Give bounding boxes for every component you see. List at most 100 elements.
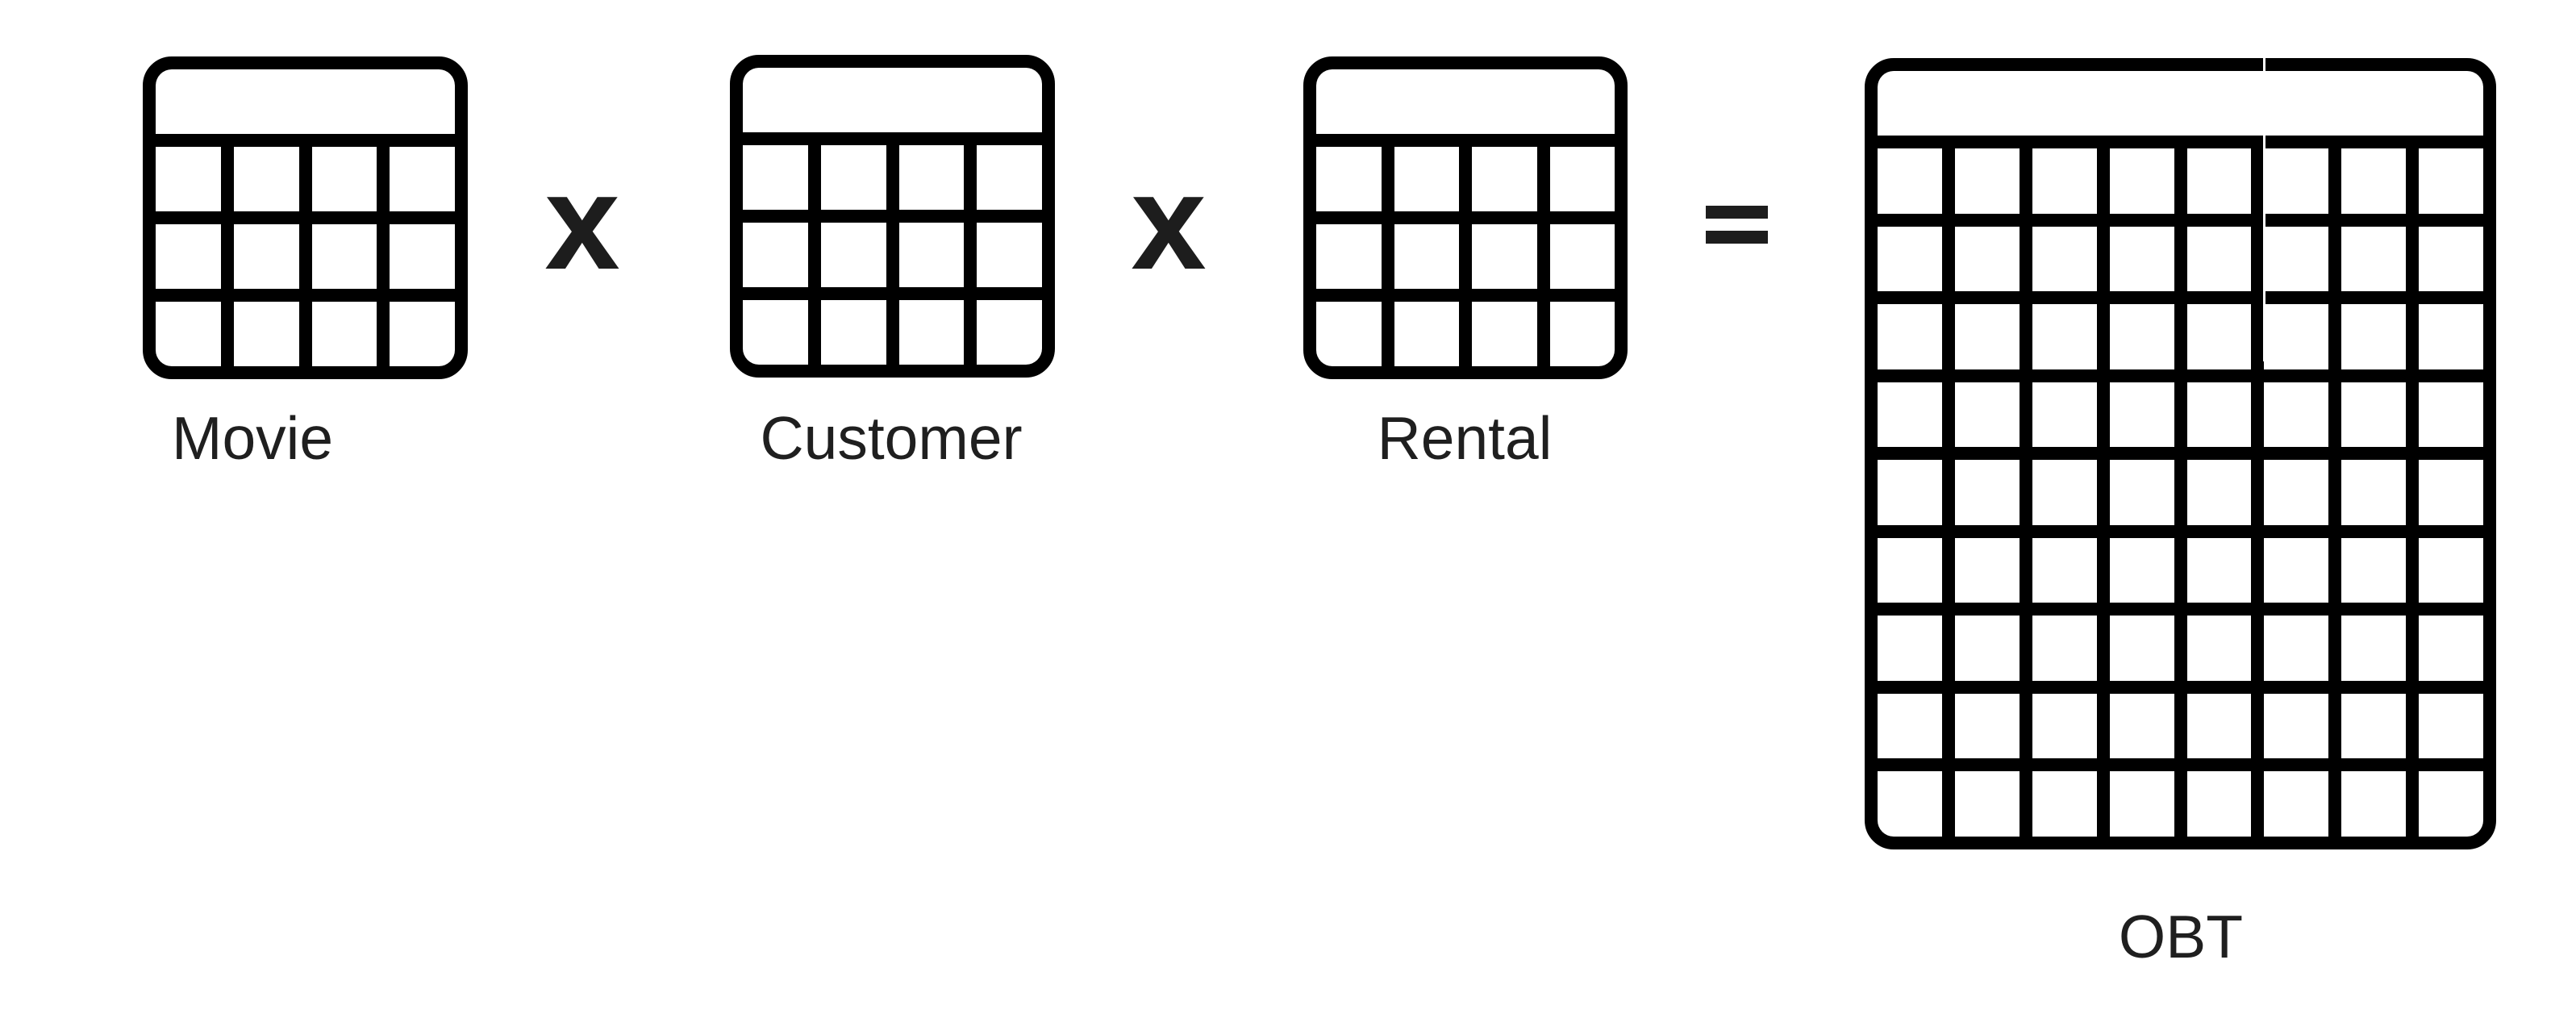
table-cell bbox=[2032, 771, 2097, 837]
table-cell bbox=[2109, 616, 2174, 681]
table-cell bbox=[2186, 693, 2252, 759]
rental-table-label: Rental bbox=[1377, 404, 1553, 472]
table-grid bbox=[1878, 148, 2483, 837]
table-cell bbox=[1316, 302, 1382, 366]
table-grid bbox=[1316, 147, 1615, 366]
table-cell bbox=[2186, 460, 2252, 525]
table-cell bbox=[1472, 302, 1537, 366]
table-cell bbox=[1878, 537, 1942, 603]
table-cell bbox=[2264, 382, 2329, 448]
table-cell bbox=[898, 300, 965, 365]
table-cell bbox=[1878, 226, 1942, 292]
table-cell bbox=[233, 147, 299, 211]
table-cell bbox=[2419, 616, 2483, 681]
table-cell bbox=[1394, 224, 1459, 289]
table-cell bbox=[2264, 304, 2329, 369]
table-cell bbox=[2186, 226, 2252, 292]
table-cell bbox=[977, 223, 1042, 287]
table-cell bbox=[2341, 382, 2407, 448]
table-cell bbox=[311, 302, 377, 366]
table-cell bbox=[1549, 147, 1615, 211]
table-cell bbox=[2109, 460, 2174, 525]
table-cell bbox=[1954, 460, 2020, 525]
table-cell bbox=[1954, 304, 2020, 369]
table-cell bbox=[2109, 771, 2174, 837]
table-cell bbox=[2186, 148, 2252, 214]
table-cell bbox=[1878, 771, 1942, 837]
table-cell bbox=[1954, 148, 2020, 214]
table-cell bbox=[2264, 616, 2329, 681]
equals-operator bbox=[1706, 206, 1768, 244]
table-cell bbox=[2109, 382, 2174, 448]
table-cell bbox=[2341, 693, 2407, 759]
table-cell bbox=[2341, 148, 2407, 214]
multiply-operator-1: x bbox=[544, 146, 620, 298]
obt-table-icon bbox=[1865, 58, 2496, 849]
table-header-band bbox=[1316, 69, 1615, 134]
table-header-band bbox=[156, 69, 455, 134]
table-cell bbox=[2264, 226, 2329, 292]
table-cell bbox=[2419, 148, 2483, 214]
table-cell bbox=[2264, 693, 2329, 759]
table-cell bbox=[311, 147, 377, 211]
table-cell bbox=[2109, 537, 2174, 603]
table-cell bbox=[2032, 537, 2097, 603]
table-cell bbox=[1954, 226, 2020, 292]
table-grid bbox=[743, 145, 1042, 365]
table-cell bbox=[2419, 304, 2483, 369]
table-cell bbox=[2341, 616, 2407, 681]
table-cell bbox=[2264, 771, 2329, 837]
table-cell bbox=[2264, 537, 2329, 603]
table-cell bbox=[2186, 537, 2252, 603]
table-cell bbox=[2032, 226, 2097, 292]
table-cell bbox=[1954, 616, 2020, 681]
table-cell bbox=[2032, 382, 2097, 448]
table-cell bbox=[2186, 304, 2252, 369]
table-cell bbox=[2032, 460, 2097, 525]
table-cell bbox=[2032, 693, 2097, 759]
table-cell bbox=[2109, 304, 2174, 369]
table-cell bbox=[2341, 226, 2407, 292]
customer-table-label: Customer bbox=[760, 404, 1023, 472]
table-cell bbox=[2264, 148, 2329, 214]
table-cell bbox=[743, 300, 808, 365]
table-cell bbox=[2341, 304, 2407, 369]
table-cell bbox=[2186, 382, 2252, 448]
table-cell bbox=[898, 145, 965, 210]
table-cell bbox=[233, 302, 299, 366]
table-cell bbox=[390, 224, 455, 289]
table-cell bbox=[977, 300, 1042, 365]
table-cell bbox=[1954, 382, 2020, 448]
table-cell bbox=[2109, 693, 2174, 759]
table-cell bbox=[1878, 382, 1942, 448]
table-cell bbox=[1549, 224, 1615, 289]
table-cell bbox=[2109, 148, 2174, 214]
table-cell bbox=[820, 300, 886, 365]
table-cell bbox=[1878, 304, 1942, 369]
table-cell bbox=[156, 147, 221, 211]
table-cell bbox=[2341, 771, 2407, 837]
table-cell bbox=[2419, 693, 2483, 759]
table-cell bbox=[1472, 224, 1537, 289]
table-cell bbox=[2032, 148, 2097, 214]
obt-icon-seam bbox=[2263, 53, 2265, 361]
table-cell bbox=[898, 223, 965, 287]
table-cell bbox=[1394, 147, 1459, 211]
table-cell bbox=[1954, 771, 2020, 837]
table-cell bbox=[820, 145, 886, 210]
table-cell bbox=[743, 223, 808, 287]
table-cell bbox=[2419, 537, 2483, 603]
table-cell bbox=[2341, 537, 2407, 603]
table-cell bbox=[1394, 302, 1459, 366]
table-cell bbox=[2186, 771, 2252, 837]
multiply-operator-2: x bbox=[1131, 146, 1207, 298]
table-cell bbox=[1472, 147, 1537, 211]
table-grid bbox=[156, 147, 455, 366]
table-cell bbox=[156, 302, 221, 366]
table-cell bbox=[1316, 224, 1382, 289]
rental-table-icon bbox=[1303, 56, 1628, 379]
table-cell bbox=[156, 224, 221, 289]
movie-table-label: Movie bbox=[171, 404, 334, 472]
table-cell bbox=[2419, 382, 2483, 448]
